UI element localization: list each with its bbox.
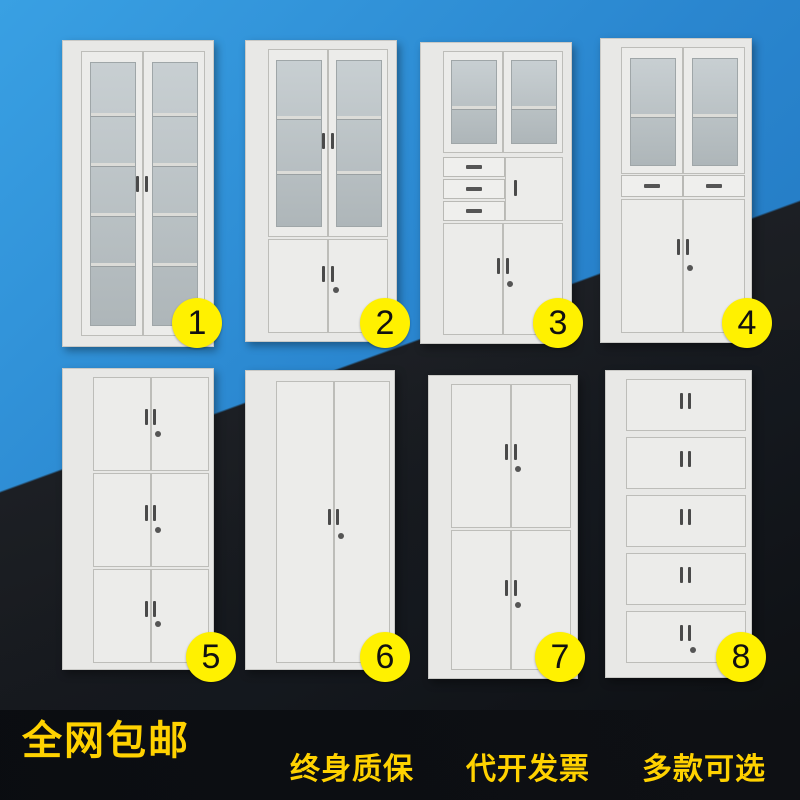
drawer	[443, 157, 505, 177]
label-8: 8	[731, 637, 751, 676]
drawer	[443, 179, 505, 199]
handle	[145, 176, 148, 192]
cabinet-1	[62, 40, 214, 347]
cabinet-1-left-door	[81, 51, 143, 336]
label-badge-5: 5	[186, 632, 236, 682]
label-7: 7	[550, 637, 570, 676]
label-6: 6	[375, 637, 395, 676]
label-4: 4	[737, 303, 757, 342]
cabinet-2-upper-left-door	[268, 49, 328, 237]
tagline-multiple-styles: 多款可选	[642, 752, 766, 787]
cabinet-8	[605, 370, 752, 678]
cabinet-6	[245, 370, 395, 670]
label-badge-6: 6	[360, 632, 410, 682]
promo-banner	[0, 710, 800, 800]
free-shipping-text: 全网包邮	[22, 718, 190, 764]
drawer	[443, 201, 505, 221]
cabinet-3	[420, 42, 572, 344]
cabinet-2-upper-right-door	[328, 49, 388, 237]
handle	[136, 176, 139, 192]
glass-panel	[336, 60, 382, 227]
glass-panel	[451, 60, 497, 144]
glass-panel	[692, 58, 738, 166]
label-badge-4: 4	[722, 298, 772, 348]
label-badge-2: 2	[360, 298, 410, 348]
drawer	[621, 175, 683, 197]
cabinet-2	[245, 40, 397, 342]
glass-panel	[511, 60, 557, 144]
glass-panel	[276, 60, 322, 227]
label-5: 5	[201, 637, 221, 676]
cabinet-2-lower-left-door	[268, 239, 328, 333]
glass-panel	[90, 62, 136, 326]
label-badge-1: 1	[172, 298, 222, 348]
label-badge-7: 7	[535, 632, 585, 682]
glass-panel	[630, 58, 676, 166]
cabinet-1-right-door	[143, 51, 205, 336]
tagline-invoice: 代开发票	[466, 752, 590, 787]
label-2: 2	[375, 303, 395, 342]
drawer	[683, 175, 745, 197]
label-3: 3	[548, 303, 568, 342]
label-badge-8: 8	[716, 632, 766, 682]
cabinet-5	[62, 368, 214, 670]
tagline-lifetime-warranty: 终身质保	[290, 752, 414, 787]
label-badge-3: 3	[533, 298, 583, 348]
cabinet-4	[600, 38, 752, 343]
label-1: 1	[187, 303, 207, 342]
glass-panel	[152, 62, 198, 326]
